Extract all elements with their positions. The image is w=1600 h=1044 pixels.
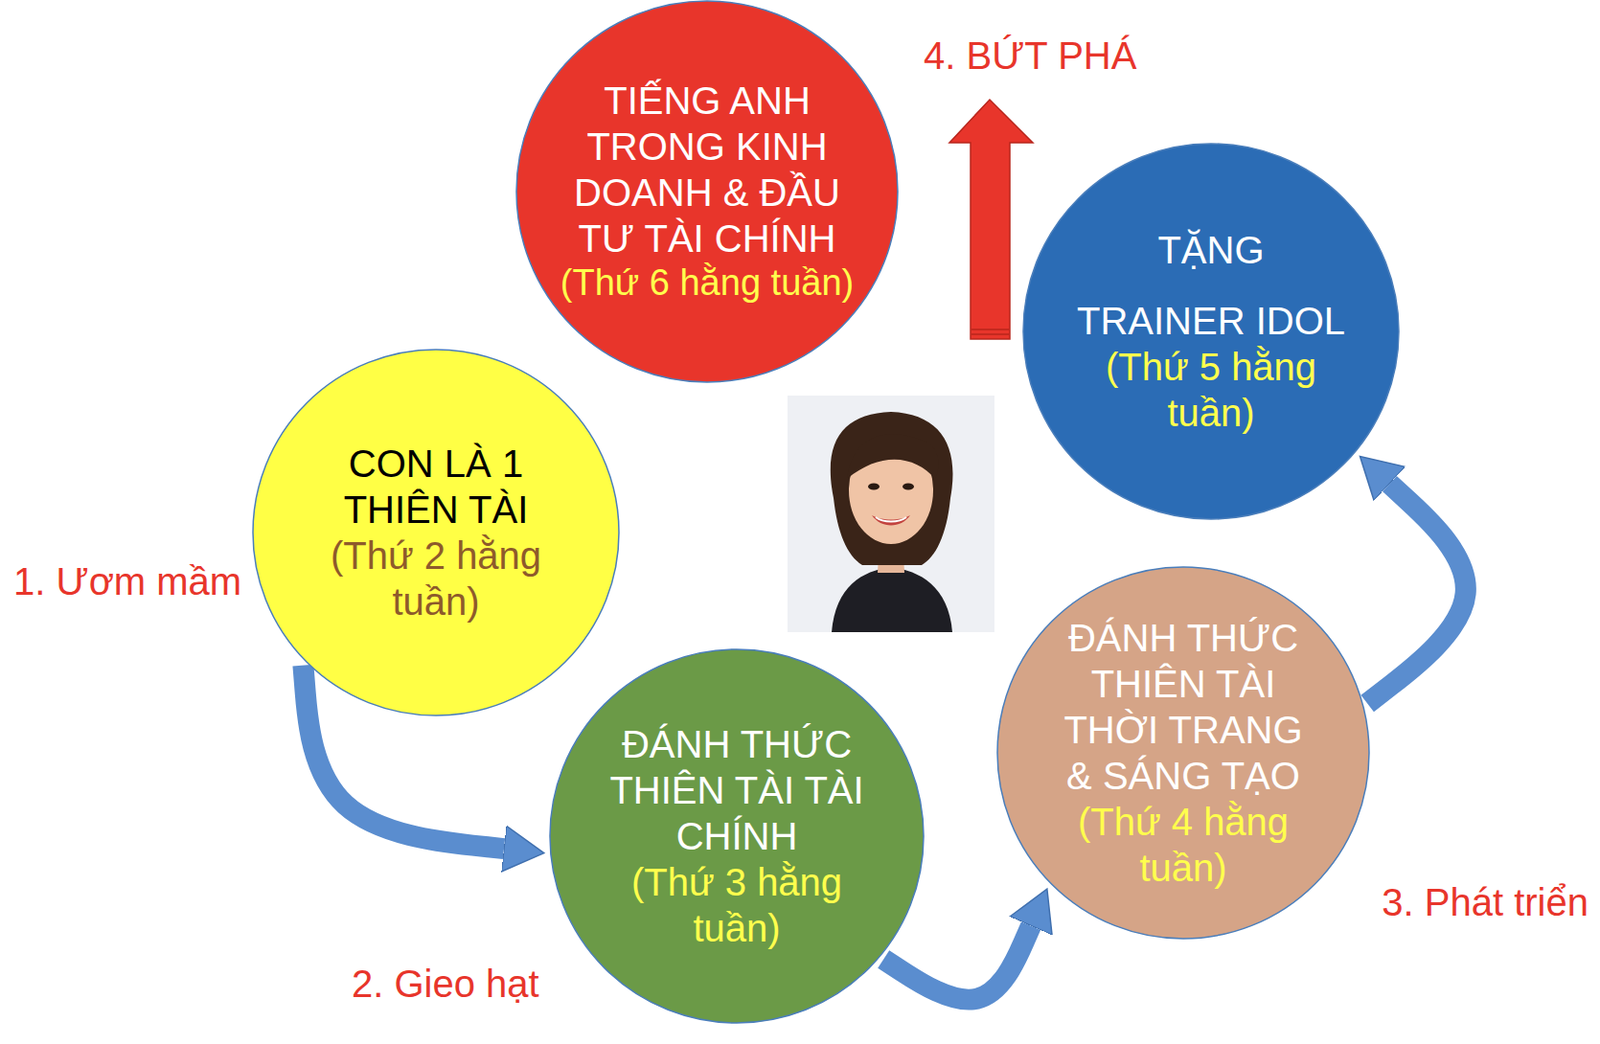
breakthrough-arrow [949, 99, 1033, 340]
stage-circle: ĐÁNH THỨC THIÊN TÀI TÀI CHÍNH(Thứ 3 hằng… [548, 648, 925, 1025]
schedule-text: (Thứ 2 hằng tuần) [320, 532, 551, 625]
schedule-text: (Thứ 5 hằng tuần) [1096, 343, 1326, 436]
schedule-text: (Thứ 6 hằng tuần) [542, 261, 873, 306]
flow-arrow [1367, 483, 1466, 705]
flow-arrow [883, 926, 1031, 1001]
circle-shape [997, 567, 1370, 939]
circle-heading: CON LÀ 1 THIÊN TÀI [316, 440, 556, 533]
stage-label: 3. Phát triển [1381, 881, 1589, 924]
circle-heading: TẶNG [1067, 227, 1355, 274]
stage-circle: CON LÀ 1 THIÊN TÀI(Thứ 2 hằng tuần) [251, 348, 620, 717]
circle-outline [251, 348, 620, 717]
circle-shape [1023, 143, 1399, 520]
circle-shape [549, 649, 924, 1024]
circle-heading: ĐÁNH THỨC THIÊN TÀI THỜI TRANG & SÁNG TẠ… [1053, 615, 1313, 800]
stage-label: 1. Ươm mầm [13, 560, 242, 603]
stage-circle: TẶNG TRAINER IDOL(Thứ 5 hằng tuần) [1022, 142, 1400, 521]
stage-label: 2. Gieo hạt [351, 962, 540, 1006]
stage-circle: ĐÁNH THỨC THIÊN TÀI THỜI TRANG & SÁNG TẠ… [996, 566, 1371, 940]
stage-circle: TIẾNG ANH TRONG KINH DOANH & ĐẦU TƯ TÀI … [515, 0, 899, 384]
schedule-text: (Thứ 3 hằng tuần) [621, 859, 852, 952]
circle-text-group: TIẾNG ANH TRONG KINH DOANH & ĐẦU TƯ TÀI … [542, 77, 873, 306]
circle-heading: ĐÁNH THỨC THIÊN TÀI TÀI CHÍNH [600, 721, 874, 860]
schedule-text: (Thứ 4 hằng tuần) [1068, 799, 1299, 892]
circle-shape [516, 0, 898, 383]
stage-label: 4. BỨT PHÁ [923, 34, 1137, 77]
circle-shape [252, 349, 619, 716]
portrait [787, 395, 995, 633]
circle-text-group: ĐÁNH THỨC THIÊN TÀI TÀI CHÍNH(Thứ 3 hằng… [600, 721, 874, 952]
arrow-stripe [971, 333, 1009, 336]
circle-text-group: TẶNG TRAINER IDOL(Thứ 5 hằng tuần) [1067, 227, 1355, 436]
circle-heading: TIẾNG ANH TRONG KINH DOANH & ĐẦU TƯ TÀI … [563, 77, 851, 262]
circle-text-group: ĐÁNH THỨC THIÊN TÀI THỜI TRANG & SÁNG TẠ… [1053, 615, 1313, 892]
arrow-stripe [971, 328, 1009, 331]
circle-text-group: CON LÀ 1 THIÊN TÀI(Thứ 2 hằng tuần) [316, 440, 556, 625]
circle-heading: TRAINER IDOL [1067, 297, 1355, 344]
